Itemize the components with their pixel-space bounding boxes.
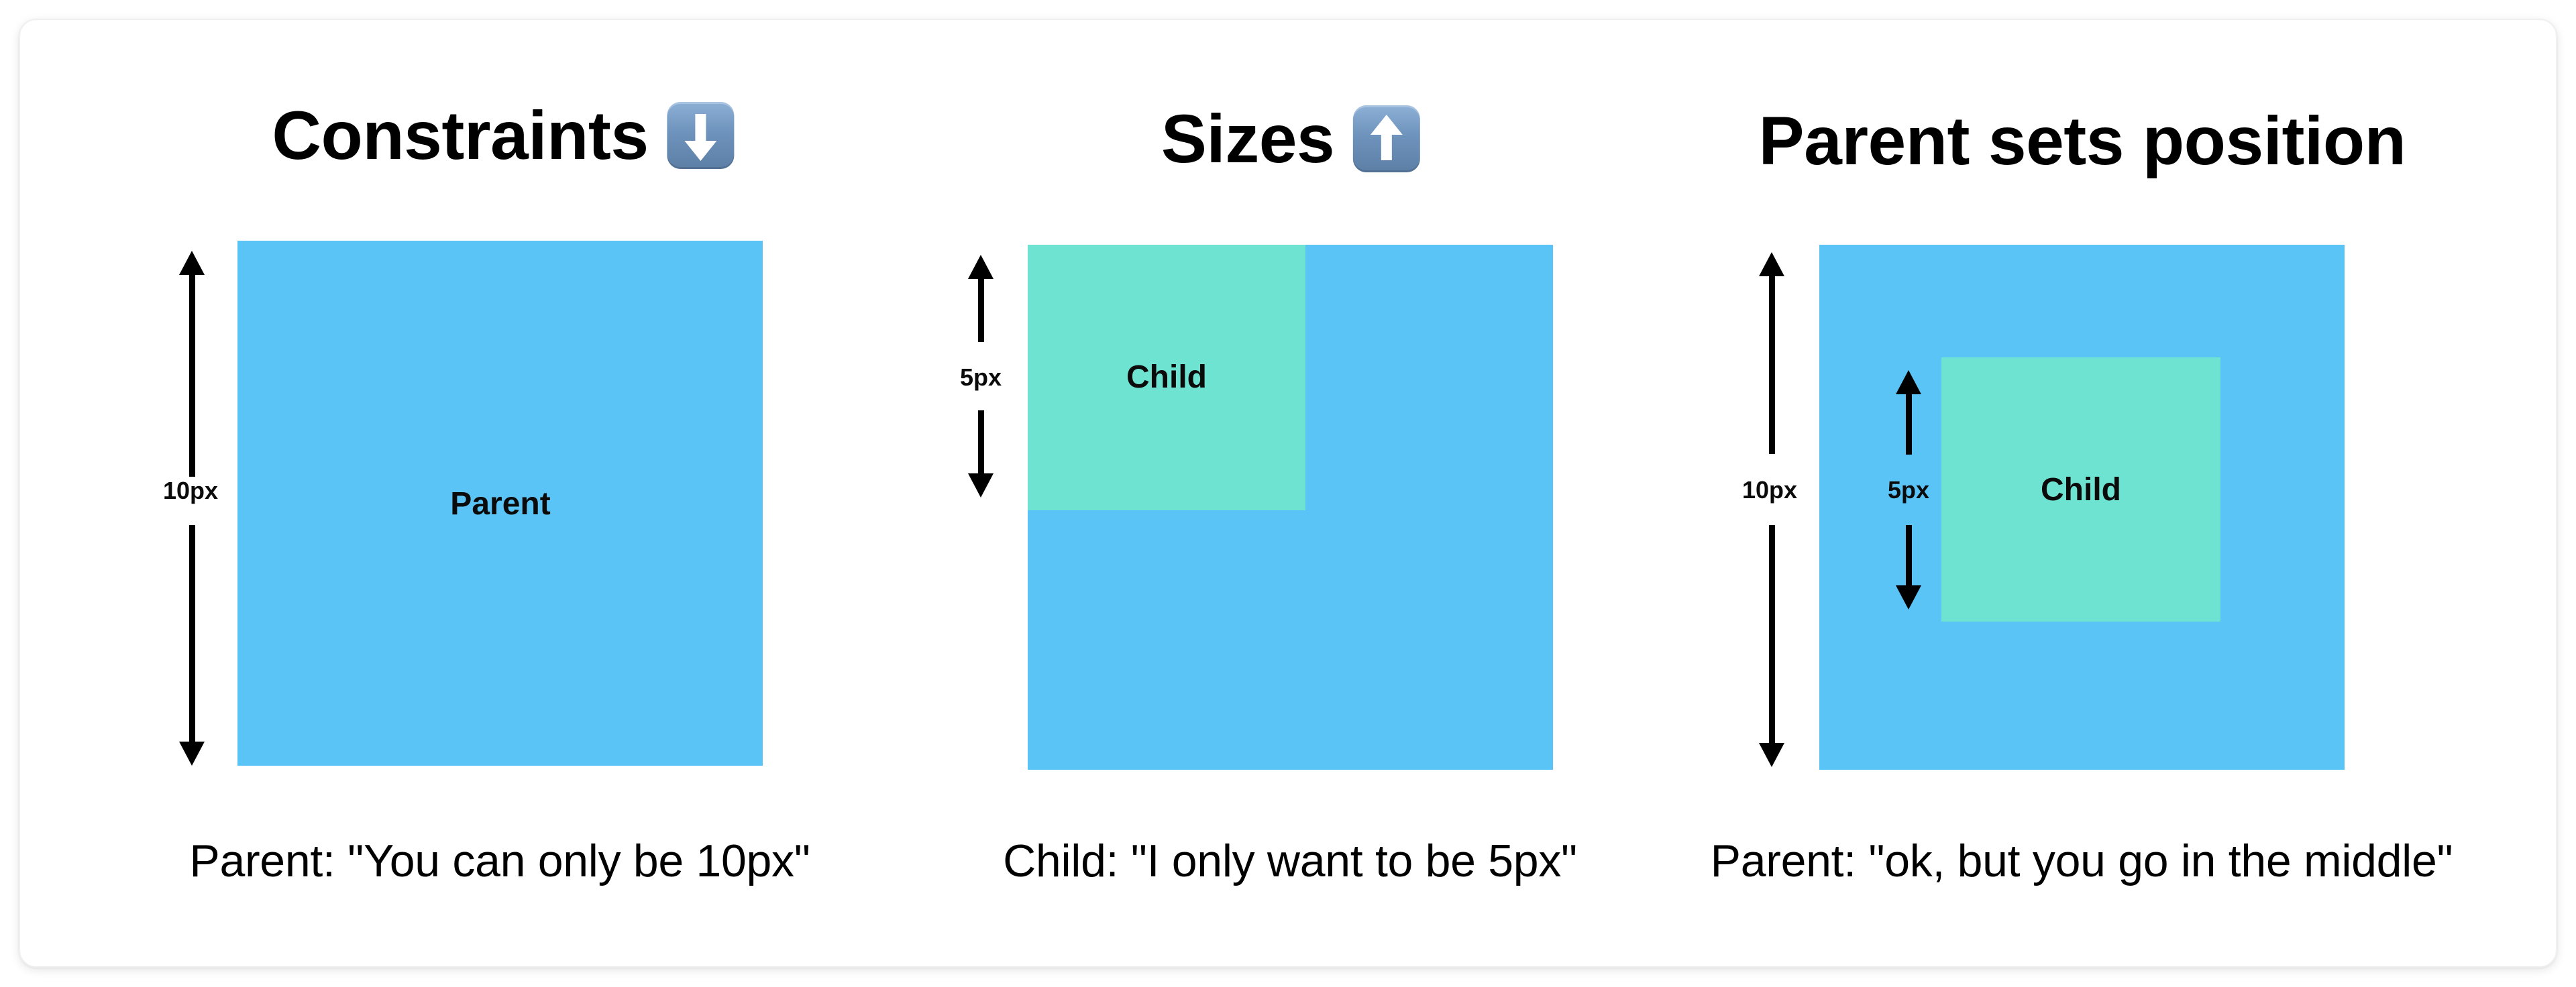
arrow-down-head-icon bbox=[968, 473, 994, 498]
arrow-down-head-icon bbox=[1896, 585, 1921, 609]
child-box bbox=[1028, 245, 1305, 510]
child-box-label: Child bbox=[1126, 359, 1207, 395]
parent-height-label: 10px bbox=[1741, 476, 1798, 504]
arrow-up-head-icon bbox=[1896, 370, 1921, 394]
parent-box-label: Parent bbox=[450, 486, 551, 522]
panel-constraints-title: Constraints bbox=[272, 97, 735, 174]
parent-height-dimension bbox=[172, 251, 212, 766]
parent-box bbox=[1819, 245, 2345, 770]
panel-position-title: Parent sets position bbox=[1758, 103, 2406, 179]
child-height-label: 5px bbox=[959, 363, 1002, 391]
parent-height-dimension bbox=[1752, 252, 1792, 767]
panel-constraints-caption: Parent: "You can only be 10px" bbox=[189, 835, 810, 886]
child-box bbox=[1941, 357, 2220, 622]
child-box-label: Child bbox=[2041, 472, 2121, 508]
panel-sizes-title: Sizes bbox=[1161, 101, 1421, 177]
child-height-dimension bbox=[961, 255, 1001, 498]
arrow-up-head-icon bbox=[179, 251, 205, 275]
arrow-down-button-icon bbox=[667, 102, 735, 169]
arrow-up-button-icon bbox=[1353, 105, 1421, 172]
title-text: Constraints bbox=[272, 97, 649, 174]
arrow-down-head-icon bbox=[179, 742, 205, 766]
panel-position-caption: Parent: "ok, but you go in the middle" bbox=[1710, 835, 2453, 886]
parent-box bbox=[237, 241, 763, 766]
parent-height-label: 10px bbox=[162, 477, 219, 504]
child-height-label: 5px bbox=[1887, 476, 1930, 504]
panel-sizes-caption: Child: "I only want to be 5px" bbox=[1003, 835, 1577, 886]
child-height-dimension bbox=[1888, 370, 1929, 609]
arrow-up-head-icon bbox=[968, 255, 994, 279]
arrow-up-head-icon bbox=[1759, 252, 1784, 276]
title-text: Sizes bbox=[1161, 101, 1335, 177]
arrow-down-head-icon bbox=[1759, 743, 1784, 767]
title-text: Parent sets position bbox=[1758, 103, 2406, 179]
parent-box bbox=[1028, 245, 1553, 770]
